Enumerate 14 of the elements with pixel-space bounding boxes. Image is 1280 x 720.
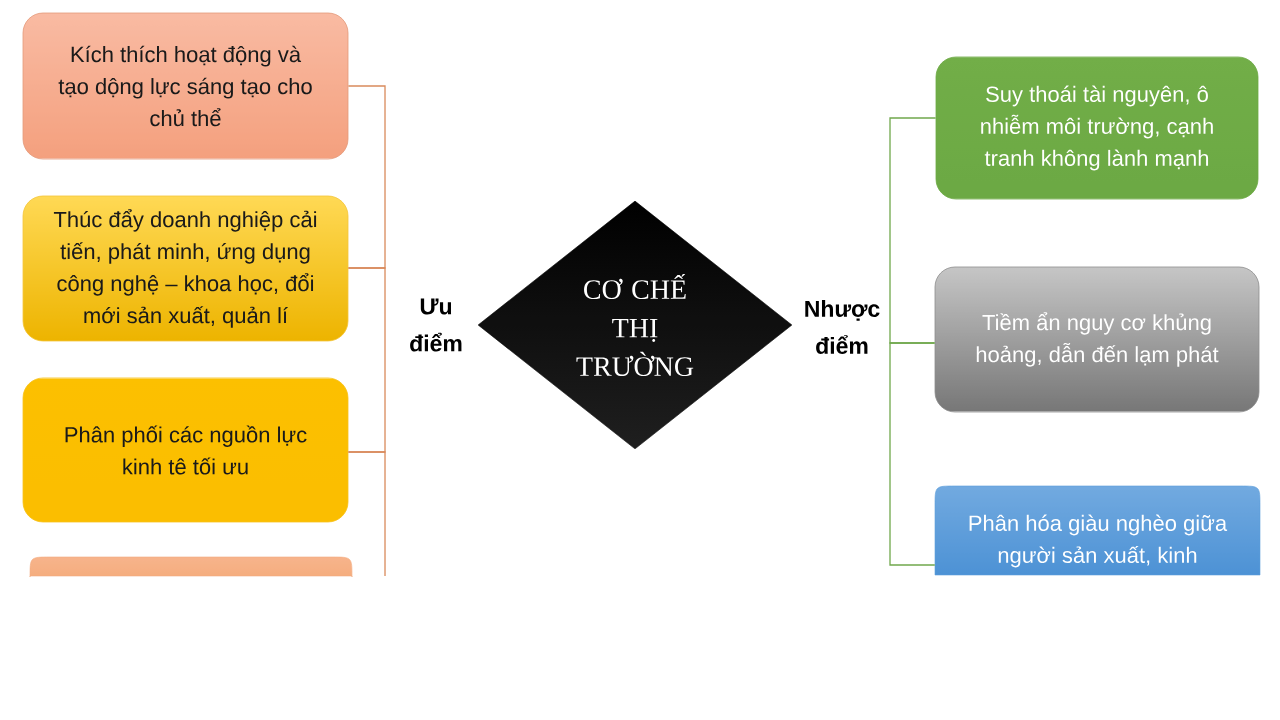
- idea-box: Thúc đẩy doanh nghiệp cải tiến, phát minh, ứng dụng công nghệ – khoa học, đổi mới sản xuất, quản lí: [22, 195, 349, 342]
- idea-box: Phân hóa giàu nghèo giữa người sản xuất, kinh: [934, 485, 1261, 576]
- idea-box: Suy thoái tài nguyên, ô nhiễm môi trường, cạnh tranh không lành mạnh: [935, 56, 1259, 200]
- connector-line: [889, 117, 937, 344]
- category-label: Nhược điểm: [805, 300, 880, 354]
- partial-box: [29, 556, 353, 578]
- category-label: Ưu điểm: [410, 298, 462, 352]
- connector-line: [347, 451, 386, 577]
- connector-line: [889, 342, 936, 566]
- idea-box: Tiềm ẩn nguy cơ khủng hoảng, dẫn đến lạm phát: [934, 266, 1260, 413]
- idea-box: Kích thích hoạt động và tạo dộng lực sáng tạo cho chủ thể: [22, 12, 349, 160]
- idea-box: Phân phối các nguồn lực kinh tê tối ưu: [22, 377, 349, 523]
- connector-line: [347, 267, 386, 453]
- connector-line: [347, 85, 386, 269]
